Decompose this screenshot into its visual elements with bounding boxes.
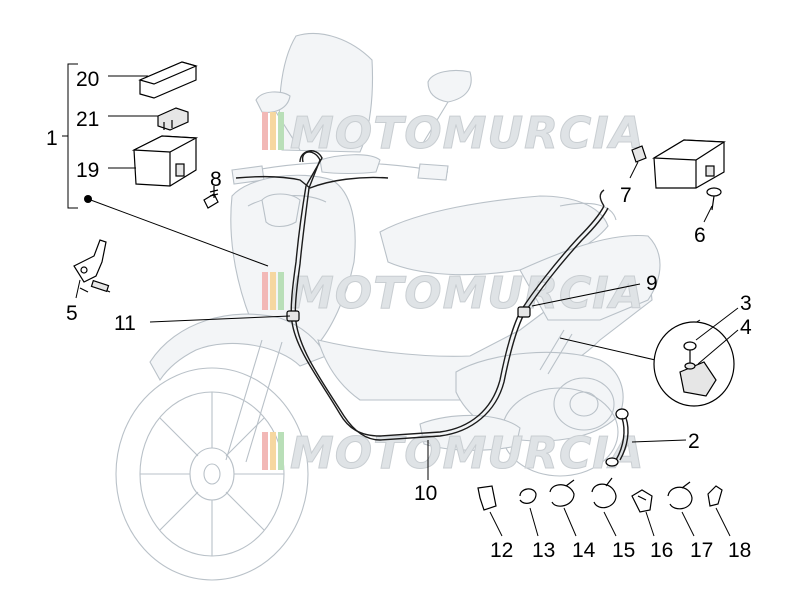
callout-15: 15 bbox=[612, 539, 635, 562]
callout-1: 1 bbox=[46, 127, 58, 150]
callout-21: 21 bbox=[76, 108, 99, 131]
callout-3: 3 bbox=[740, 292, 752, 315]
watermark-text: MOTOMURCIA bbox=[290, 108, 645, 159]
part-17-clamp bbox=[667, 481, 695, 537]
callout-2: 2 bbox=[688, 430, 700, 453]
callout-7: 7 bbox=[620, 184, 632, 207]
part-5-bracket bbox=[73, 239, 111, 299]
part-8-screw bbox=[203, 186, 219, 209]
callout-17: 17 bbox=[690, 539, 713, 562]
part-13-clamp bbox=[519, 488, 539, 537]
callout-5: 5 bbox=[66, 302, 78, 325]
part-16-clip bbox=[631, 489, 655, 537]
part-12-clip bbox=[477, 485, 503, 537]
watermark-text: MOTOMURCIA bbox=[290, 428, 645, 479]
part-6-screw bbox=[703, 187, 722, 223]
callout-11: 11 bbox=[114, 312, 136, 335]
callout-10: 10 bbox=[414, 482, 437, 505]
part-7-clip-box bbox=[629, 139, 726, 189]
part-2-ground-cable bbox=[605, 408, 687, 467]
harness-reference-dot bbox=[84, 195, 269, 267]
callout-4: 4 bbox=[740, 316, 752, 339]
bracket-group-1 bbox=[62, 63, 78, 209]
part-19-fuse-box bbox=[108, 135, 199, 187]
callout-9: 9 bbox=[646, 272, 658, 295]
callout-13: 13 bbox=[532, 539, 555, 562]
wiring-harness bbox=[235, 150, 609, 441]
part-21-fuse bbox=[108, 107, 189, 131]
callout-8: 8 bbox=[210, 168, 222, 191]
part-18-clip bbox=[707, 485, 731, 537]
detail-3-4-inset bbox=[559, 307, 739, 407]
lead-9 bbox=[531, 283, 641, 307]
part-15-clamp bbox=[591, 477, 617, 537]
watermark-top: MOTOMURCIA bbox=[262, 108, 645, 160]
callout-6: 6 bbox=[694, 224, 706, 247]
callout-20: 20 bbox=[76, 68, 99, 91]
scooter-outline bbox=[115, 32, 661, 581]
callout-16: 16 bbox=[650, 539, 673, 562]
callout-labels: 1 20 21 19 8 5 11 7 6 9 3 4 2 10 12 13 1… bbox=[46, 68, 752, 562]
watermark-middle: MOTOMURCIA bbox=[262, 268, 645, 320]
watermark-text: MOTOMURCIA bbox=[290, 268, 645, 319]
callout-14: 14 bbox=[572, 539, 596, 562]
watermark-bottom: MOTOMURCIA bbox=[262, 428, 645, 480]
lead-11 bbox=[149, 315, 291, 323]
callout-12: 12 bbox=[490, 539, 513, 562]
part-20-cover bbox=[108, 61, 198, 99]
callout-19: 19 bbox=[76, 159, 99, 182]
callout-18: 18 bbox=[728, 539, 751, 562]
part-14-clamp bbox=[549, 479, 577, 537]
